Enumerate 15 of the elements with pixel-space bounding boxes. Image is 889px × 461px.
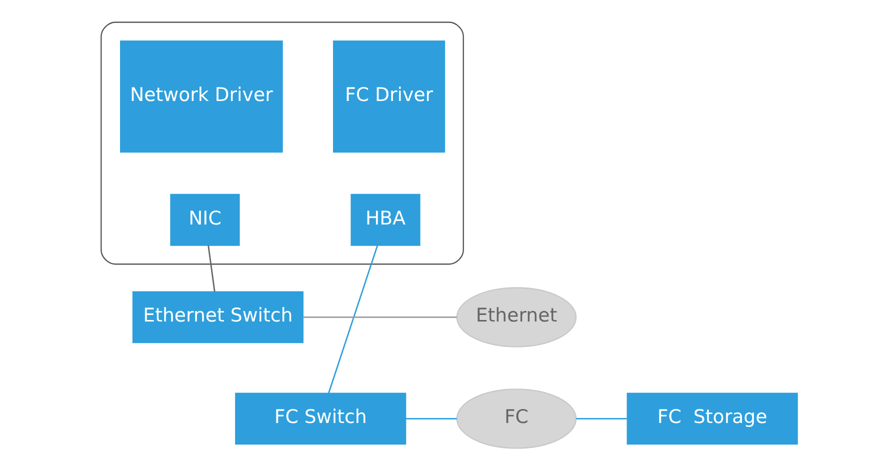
node-box: Ethernet Switch [132,291,304,344]
node-box: FC Switch [235,392,406,445]
node-box: Network Driver [120,40,283,153]
connector [208,245,216,292]
connector [328,245,378,394]
connector [406,418,457,420]
node-box: FC Storage [626,392,798,445]
cluster [100,22,464,265]
connector [576,418,628,420]
connector [303,316,457,318]
node-box: NIC [170,194,240,246]
node-ellipse: Ethernet [456,287,577,348]
node-ellipse: FC [456,388,577,449]
node-box: FC Driver [333,40,446,153]
node-box: HBA [350,194,420,246]
